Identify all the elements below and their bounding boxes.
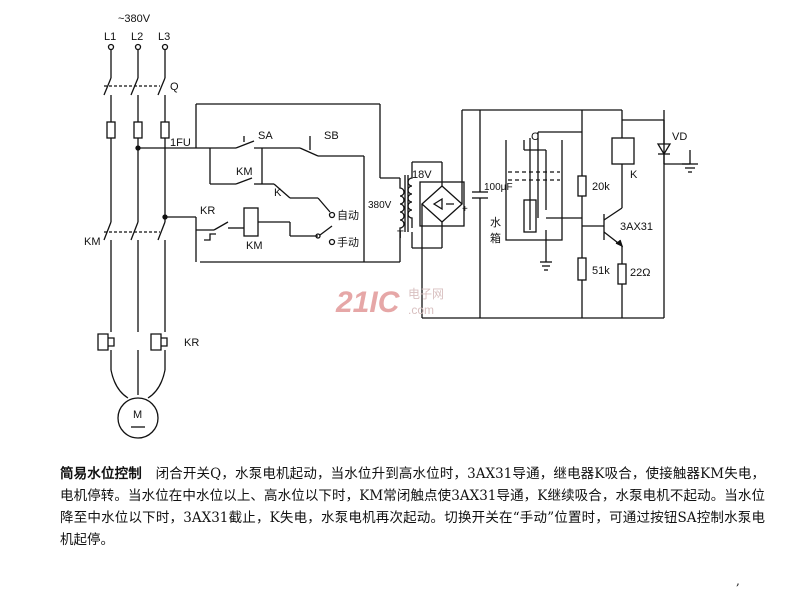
l2-label: L2 (131, 31, 143, 43)
sa-label: SA (258, 130, 273, 142)
power-lines: ~380V L1 L2 L3 Q 1FU KM (84, 13, 199, 439)
km-coil-label: KM (246, 240, 263, 252)
k-contact-label: K (274, 187, 282, 199)
transformer-primary-label: 380V (368, 200, 392, 211)
secondary-label: 18V (412, 169, 432, 181)
tank-char-2: 箱 (490, 231, 501, 245)
fuse-label: 1FU (170, 137, 191, 149)
sensing-circuit: + 100μF 水 箱 C 20k 51k (412, 109, 698, 319)
l1-label: L1 (104, 31, 116, 43)
sb-label: SB (324, 130, 339, 142)
footmark: , (736, 574, 740, 588)
transistor-label: 3AX31 (620, 221, 653, 233)
kr-main-label: KR (184, 337, 199, 349)
tank-char-1: 水 (490, 216, 501, 229)
km-main-label: KM (84, 236, 101, 248)
switch-q-label: Q (170, 81, 179, 93)
motor-symbol (117, 397, 159, 439)
caption-body: 闭合开关Q，水泵电机起动，当水位升到高水位时，3AX31导通，继电器K吸合，使接… (60, 466, 765, 548)
l3-label: L3 (158, 31, 170, 43)
water-tank (505, 140, 563, 241)
relay-k-label: K (630, 169, 638, 181)
caption-title: 简易水位控制 (60, 466, 142, 482)
transformer-label: T (397, 229, 404, 241)
r20k-label: 20k (592, 181, 610, 193)
vd-label: VD (672, 131, 687, 143)
watermark: 21IC 电子网 .com (335, 286, 444, 319)
watermark-logo: 21IC (335, 286, 401, 319)
r22-label: 22Ω (630, 267, 650, 279)
circuit-diagram: ~380V L1 L2 L3 Q 1FU KM (84, 13, 698, 439)
electrode-c-label: C (531, 131, 539, 143)
km-coil-symbol (243, 207, 259, 237)
caption: 简易水位控制 闭合开关Q，水泵电机起动，当水位升到高水位时，3AX31导通，继电… (60, 463, 765, 551)
auto-label: 自动 (337, 209, 359, 222)
relay-k-coil (611, 137, 635, 165)
r51k-label: 51k (592, 265, 610, 277)
motor-label: M (133, 409, 142, 421)
watermark-site: .com (408, 303, 434, 317)
plus-sign: + (462, 204, 468, 215)
manual-label: 手动 (337, 235, 359, 249)
supply-label: ~380V (118, 13, 151, 25)
watermark-site-cn: 电子网 (408, 287, 444, 301)
km-contact-label: KM (236, 166, 253, 178)
control-circuit: SA SB KM K 自动 手动 KR KM (135, 103, 432, 263)
capacitor-label: 100μF (484, 182, 513, 193)
kr-contact-label: KR (200, 205, 215, 217)
